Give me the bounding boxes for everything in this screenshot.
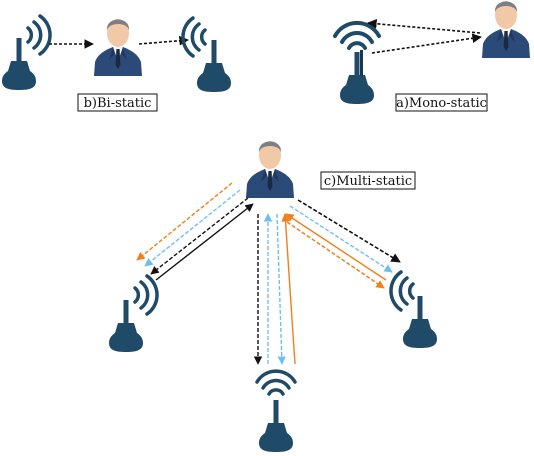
bistatic-target-person-icon (94, 19, 142, 76)
monostatic-antenna-icon (333, 20, 381, 104)
multistatic-right-orange-arrow (286, 221, 385, 289)
monostatic-target-person-icon (482, 1, 530, 58)
bistatic-group: b)Bi-static (2, 14, 231, 112)
monostatic-return-arrow (367, 18, 481, 34)
multistatic-label: c)Multi-static (324, 174, 412, 189)
multistatic-right-antenna-icon (389, 270, 437, 348)
monostatic-label: a)Mono-static (396, 96, 487, 111)
bistatic-label-box: b)Bi-static (77, 93, 158, 112)
multistatic-bottom-orange-arrow (281, 213, 296, 365)
bistatic-rx-arrow (138, 35, 189, 46)
bistatic-label: b)Bi-static (84, 96, 152, 111)
monostatic-label-box: a)Mono-static (395, 93, 488, 112)
multistatic-left-antenna-icon (109, 274, 159, 352)
multistatic-right-black-arrow (297, 199, 401, 263)
multistatic-bottom-antenna-icon (255, 369, 297, 452)
multistatic-left-blue-arrow (144, 189, 241, 267)
multistatic-left-orange-arrow (136, 182, 233, 261)
multistatic-left-return-arrow (155, 203, 254, 281)
bistatic-rx-antenna-icon (181, 16, 231, 92)
multistatic-group: c)Multi-static (109, 141, 437, 452)
multistatic-bottom-blue-down-arrow (276, 213, 286, 365)
multistatic-right-blue-arrow (289, 205, 393, 273)
multistatic-right-orange-return-arrow (285, 213, 387, 281)
monostatic-group: a)Mono-static (333, 1, 530, 112)
bistatic-tx-antenna-icon (2, 14, 52, 90)
multistatic-target-person-icon (246, 141, 294, 198)
monostatic-transmit-arrow (371, 33, 482, 54)
multistatic-left-black-arrow (150, 197, 249, 275)
multistatic-label-box: c)Multi-static (320, 171, 416, 190)
